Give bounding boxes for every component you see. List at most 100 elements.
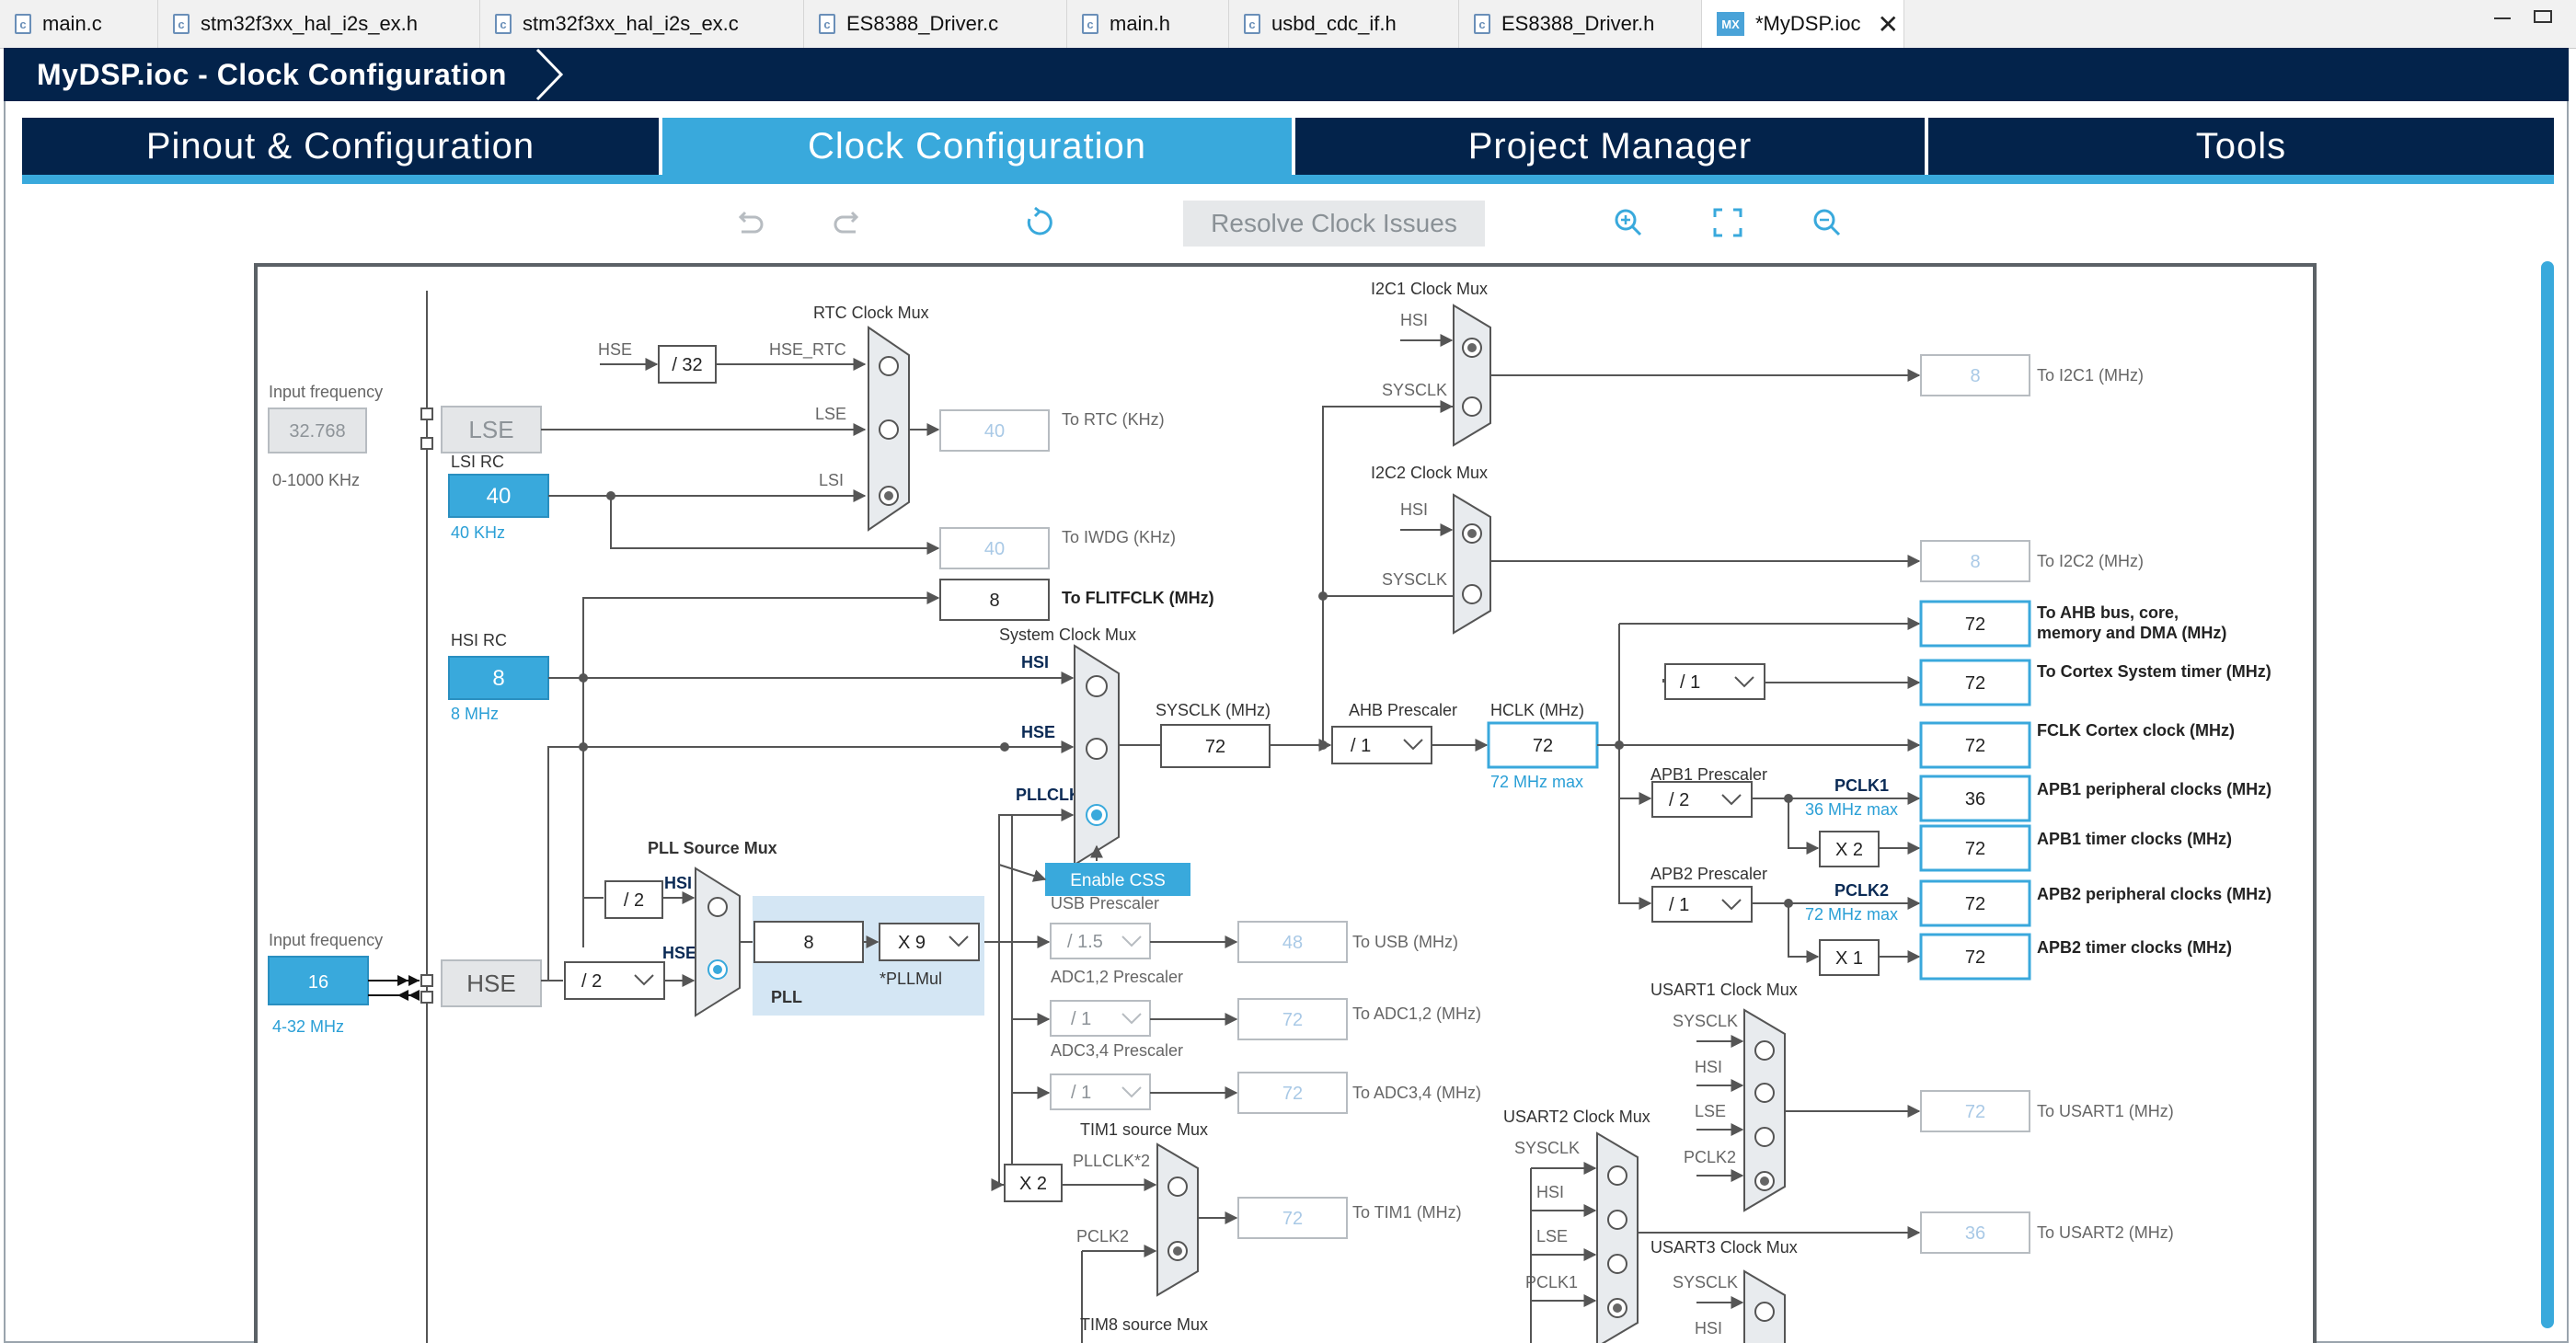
tim1-output-box	[1237, 1197, 1348, 1239]
zoom-out-icon[interactable]	[1807, 202, 1847, 243]
apb1-note: 36 MHz max	[1805, 800, 1898, 819]
usart1-mux-radio-sysclk[interactable]	[1754, 1040, 1775, 1061]
sysclk-label: SYSCLK (MHz)	[1156, 701, 1271, 719]
sysmux-radio-hse[interactable]	[1086, 738, 1108, 760]
editor-tab-label: ES8388_Driver.c	[846, 12, 999, 35]
i2c1-clock-mux[interactable]	[1453, 304, 1491, 447]
zoom-in-icon[interactable]	[1608, 202, 1649, 243]
sysclk-box[interactable]	[1160, 724, 1271, 768]
chevron-down-icon	[949, 936, 969, 947]
apb1-peripheral-output-box[interactable]	[1919, 775, 2031, 822]
tab-clock-configuration[interactable]: Clock Configuration	[662, 118, 1292, 175]
refresh-icon[interactable]	[1019, 202, 1060, 243]
chevron-down-icon	[1121, 1013, 1142, 1025]
h-file-icon: c	[1474, 14, 1490, 34]
usart1-pclk2-label: PCLK2	[1684, 1148, 1736, 1166]
pll-hsi-div: / 2	[624, 890, 644, 911]
apb2-peripheral-output-value: 72	[1965, 894, 1985, 914]
undo-icon[interactable]	[729, 202, 769, 243]
ahb-output-box[interactable]	[1919, 600, 2031, 648]
pll-mul-select[interactable]	[879, 923, 980, 961]
pll-source-radio-hsi[interactable]	[707, 897, 728, 917]
rtc-mux-radio-lse[interactable]	[879, 419, 899, 440]
flitf-dest-label: To FLITFCLK (MHz)	[1062, 589, 1214, 607]
pll-mul-value: X 9	[898, 933, 926, 953]
editor-tab-mydsp-ioc[interactable]: MX*MyDSP.ioc✕	[1702, 0, 1904, 48]
usart2-mux-radio-hsi[interactable]	[1607, 1210, 1627, 1230]
usart2-mux-radio-lse[interactable]	[1607, 1254, 1627, 1274]
lsi-value: 40	[487, 484, 512, 509]
usart1-mux-radio-hsi[interactable]	[1754, 1083, 1775, 1103]
apb2-peripheral-output-box[interactable]	[1919, 879, 2031, 927]
lse-input-field[interactable]	[268, 407, 367, 453]
breadcrumb-chevron-icon	[535, 48, 564, 101]
sysmux-label: System Clock Mux	[999, 626, 1136, 644]
tim1-source-mux[interactable]	[1156, 1142, 1199, 1297]
chevron-down-icon	[1734, 676, 1754, 688]
fit-screen-icon[interactable]	[1708, 202, 1748, 243]
resolve-clock-issues-button[interactable]: Resolve Clock Issues	[1183, 201, 1485, 247]
tab-tools[interactable]: Tools	[1928, 118, 2554, 175]
pll-hse-label: HSE	[662, 944, 696, 962]
usb-prescaler-label: USB Prescaler	[1051, 894, 1159, 913]
maximize-icon[interactable]	[2532, 6, 2554, 34]
pll-hsi-label: HSI	[664, 874, 692, 892]
usart1-clock-mux[interactable]	[1743, 1008, 1786, 1212]
tim1-dest-label: To TIM1 (MHz)	[1352, 1203, 1462, 1222]
cortex-timer-output-value: 72	[1965, 673, 1985, 694]
hse-div-select[interactable]	[564, 961, 665, 1000]
i2c2-mux-radio-sysclk[interactable]	[1462, 584, 1482, 604]
lse-input-freq-label: Input frequency	[269, 383, 383, 401]
adc12-prescaler-select[interactable]	[1050, 1000, 1151, 1037]
sysmux-radio-hsi[interactable]	[1086, 675, 1108, 697]
i2c2-clock-mux[interactable]	[1453, 493, 1491, 635]
page-title: MyDSP.ioc - Clock Configuration	[37, 58, 507, 91]
pll-source-mux[interactable]	[695, 867, 741, 1017]
tim1-mux-label: TIM1 source Mux	[1080, 1120, 1208, 1139]
enable-css-label: Enable CSS	[1070, 871, 1166, 890]
sysmux-pllclk-label: PLLCLK	[1016, 786, 1081, 804]
usart2-mux-radio-sysclk[interactable]	[1607, 1165, 1627, 1186]
sysclk-value: 72	[1205, 737, 1225, 757]
vertical-scrollbar[interactable]	[2541, 261, 2554, 1328]
lse-pin	[420, 407, 433, 420]
adc34-output-box	[1237, 1072, 1348, 1114]
hse-label: HSE	[466, 970, 515, 997]
tim1-mux-radio-pllclk2[interactable]	[1167, 1177, 1188, 1197]
fclk-output-box[interactable]	[1919, 721, 2031, 769]
close-icon[interactable]: ✕	[1877, 9, 1899, 39]
i2c1-sysclk-label: SYSCLK	[1382, 381, 1447, 399]
usart1-mux-radio-lse[interactable]	[1754, 1127, 1775, 1147]
minimize-icon[interactable]	[2491, 6, 2513, 34]
i2c1-mux-radio-sysclk[interactable]	[1462, 396, 1482, 417]
apb2-timer-output-box[interactable]	[1919, 933, 2031, 981]
cortex-timer-output-box[interactable]	[1919, 659, 2031, 706]
usart2-clock-mux[interactable]	[1596, 1131, 1639, 1343]
apb1-timer-output-box[interactable]	[1919, 824, 2031, 872]
tim1-pllclk2-label: PLLCLK*2	[1073, 1152, 1150, 1170]
tab-pinout-configuration[interactable]: Pinout & Configuration	[22, 118, 659, 175]
flitf-output-value: 8	[989, 591, 999, 611]
hclk-value: 72	[1533, 736, 1553, 756]
usart3-mux-radio-sysclk[interactable]	[1754, 1302, 1775, 1322]
hclk-input[interactable]	[1487, 721, 1599, 769]
enable-css-button[interactable]	[1045, 863, 1190, 896]
hclk-label: HCLK (MHz)	[1490, 701, 1584, 719]
sysmux-hsi-label: HSI	[1021, 653, 1049, 672]
i2c1-hsi-label: HSI	[1400, 311, 1428, 329]
rtc-mux-radio-hse[interactable]	[879, 356, 899, 376]
tab-project-manager[interactable]: Project Manager	[1295, 118, 1925, 175]
lse-source-box[interactable]	[441, 406, 542, 453]
hse-source-box[interactable]	[441, 959, 542, 1007]
pll-input-value: 8	[803, 933, 813, 953]
redo-icon[interactable]	[828, 202, 868, 243]
c-file-icon: c	[15, 14, 31, 34]
